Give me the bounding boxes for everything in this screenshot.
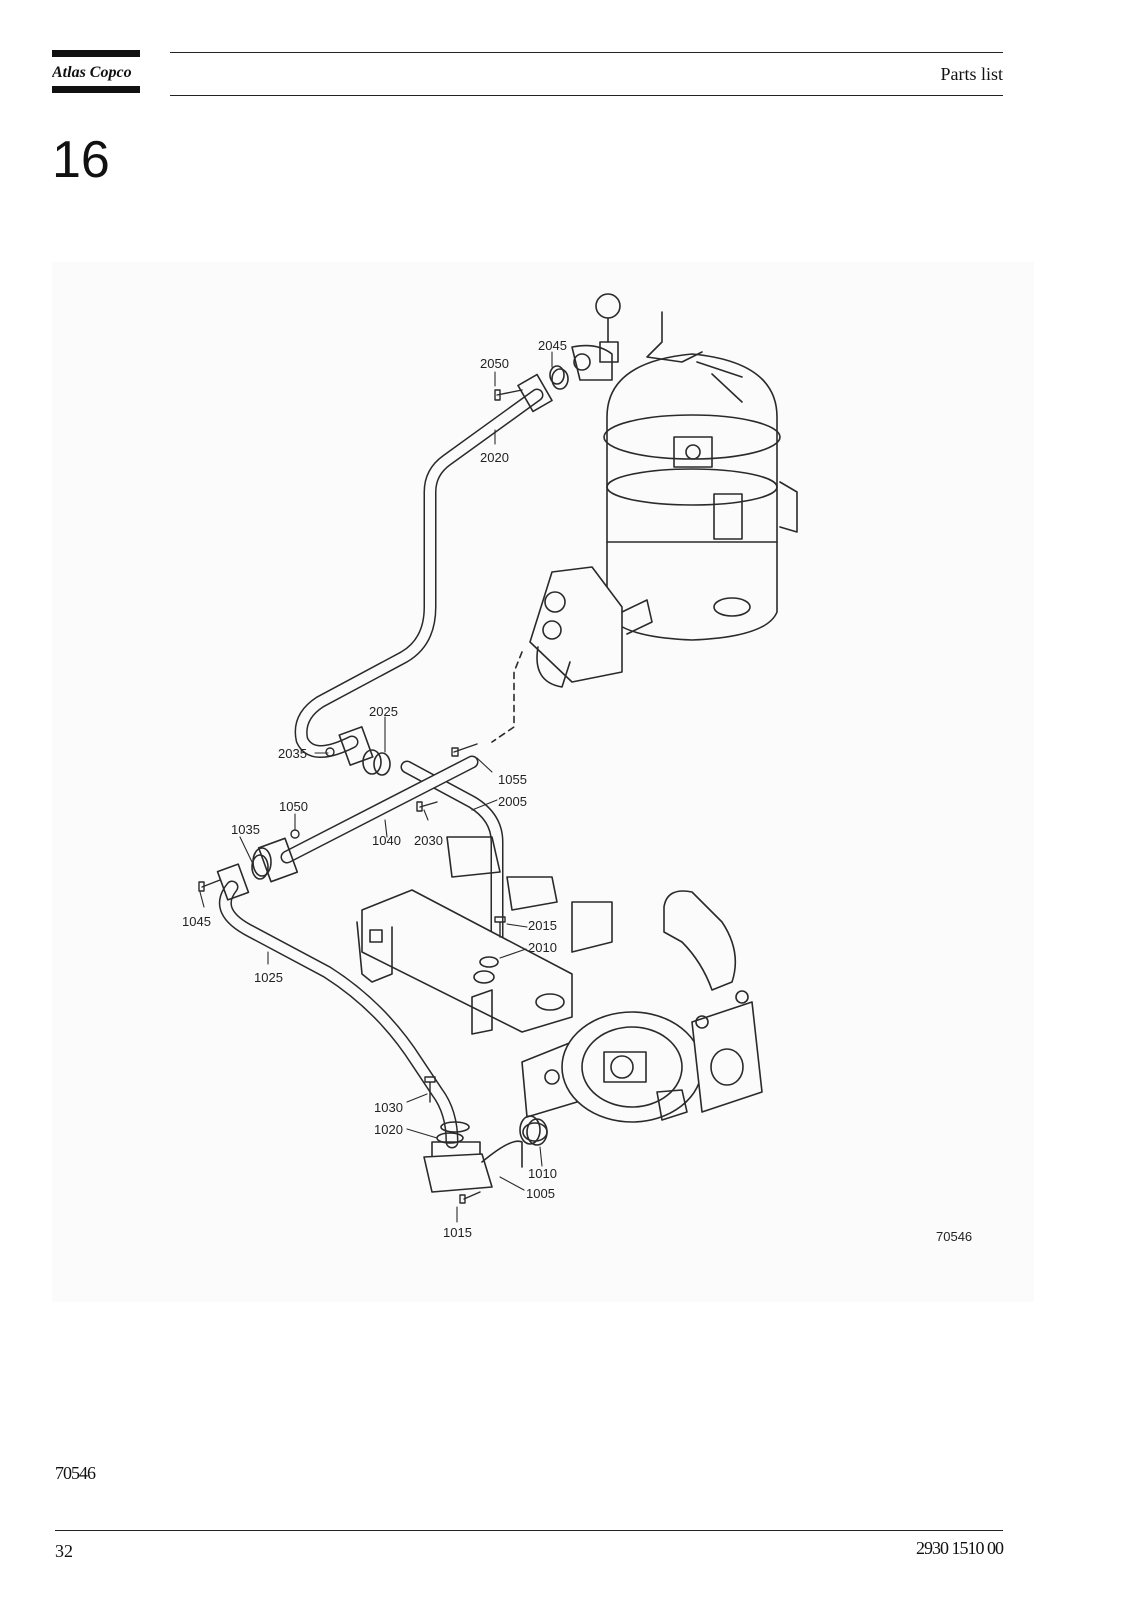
atlas-copco-logo: Atlas Copco — [51, 50, 140, 94]
footer-figure-ref: 70546 — [55, 1463, 96, 1483]
callout-1055: 1055 — [498, 772, 527, 787]
flange-1025-top — [216, 863, 250, 901]
callout-2035: 2035 — [278, 746, 307, 761]
page-number: 32 — [55, 1541, 73, 1561]
callout-1030: 1030 — [374, 1100, 403, 1115]
callout-2005: 2005 — [498, 794, 527, 809]
manifold-block — [529, 566, 653, 688]
leader-lines — [199, 351, 553, 1223]
callout-1040: 1040 — [372, 833, 401, 848]
callout-1005: 1005 — [526, 1186, 555, 1201]
logo-wordmark: Atlas Copco — [52, 64, 132, 81]
flange-2020-top — [517, 373, 553, 413]
callout-2045: 2045 — [538, 338, 567, 353]
header-title: Parts list — [940, 64, 1003, 84]
gasket-1035 — [251, 854, 269, 880]
oring-2045 — [549, 365, 565, 385]
callout-1035: 1035 — [231, 822, 260, 837]
flange-2025 — [338, 726, 374, 766]
bolts — [198, 389, 523, 1204]
compressor-housing — [356, 836, 763, 1123]
callout-1050: 1050 — [279, 799, 308, 814]
flange-1035 — [257, 837, 299, 883]
callout-2020: 2020 — [480, 450, 509, 465]
document-number: 2930 1510 00 — [916, 1538, 1004, 1558]
callout-1025: 1025 — [254, 970, 283, 985]
callout-1045: 1045 — [182, 914, 211, 929]
header-rule-top — [170, 52, 1003, 53]
elbow-1005 — [423, 1140, 523, 1193]
section-number: 16 — [52, 131, 110, 189]
oring-1010 — [526, 1118, 548, 1146]
gasket-2025 — [373, 752, 391, 776]
callout-2050: 2050 — [480, 356, 509, 371]
callout-1010: 1010 — [528, 1166, 557, 1181]
callout-1015: 1015 — [443, 1225, 472, 1240]
callout-2030: 2030 — [414, 833, 443, 848]
oil-separator-vessel — [571, 293, 798, 641]
exploded-parts-drawing: 2050 2045 2020 2025 2035 1055 2005 1050 … — [52, 262, 1034, 1302]
header-rule-bottom — [170, 95, 1003, 96]
callout-1020: 1020 — [374, 1122, 403, 1137]
oring-2010 — [479, 956, 499, 968]
footer-rule — [55, 1530, 1003, 1531]
drawing-number: 70546 — [936, 1229, 972, 1244]
callout-2010: 2010 — [528, 940, 557, 955]
callout-2025: 2025 — [369, 704, 398, 719]
callout-2015: 2015 — [528, 918, 557, 933]
